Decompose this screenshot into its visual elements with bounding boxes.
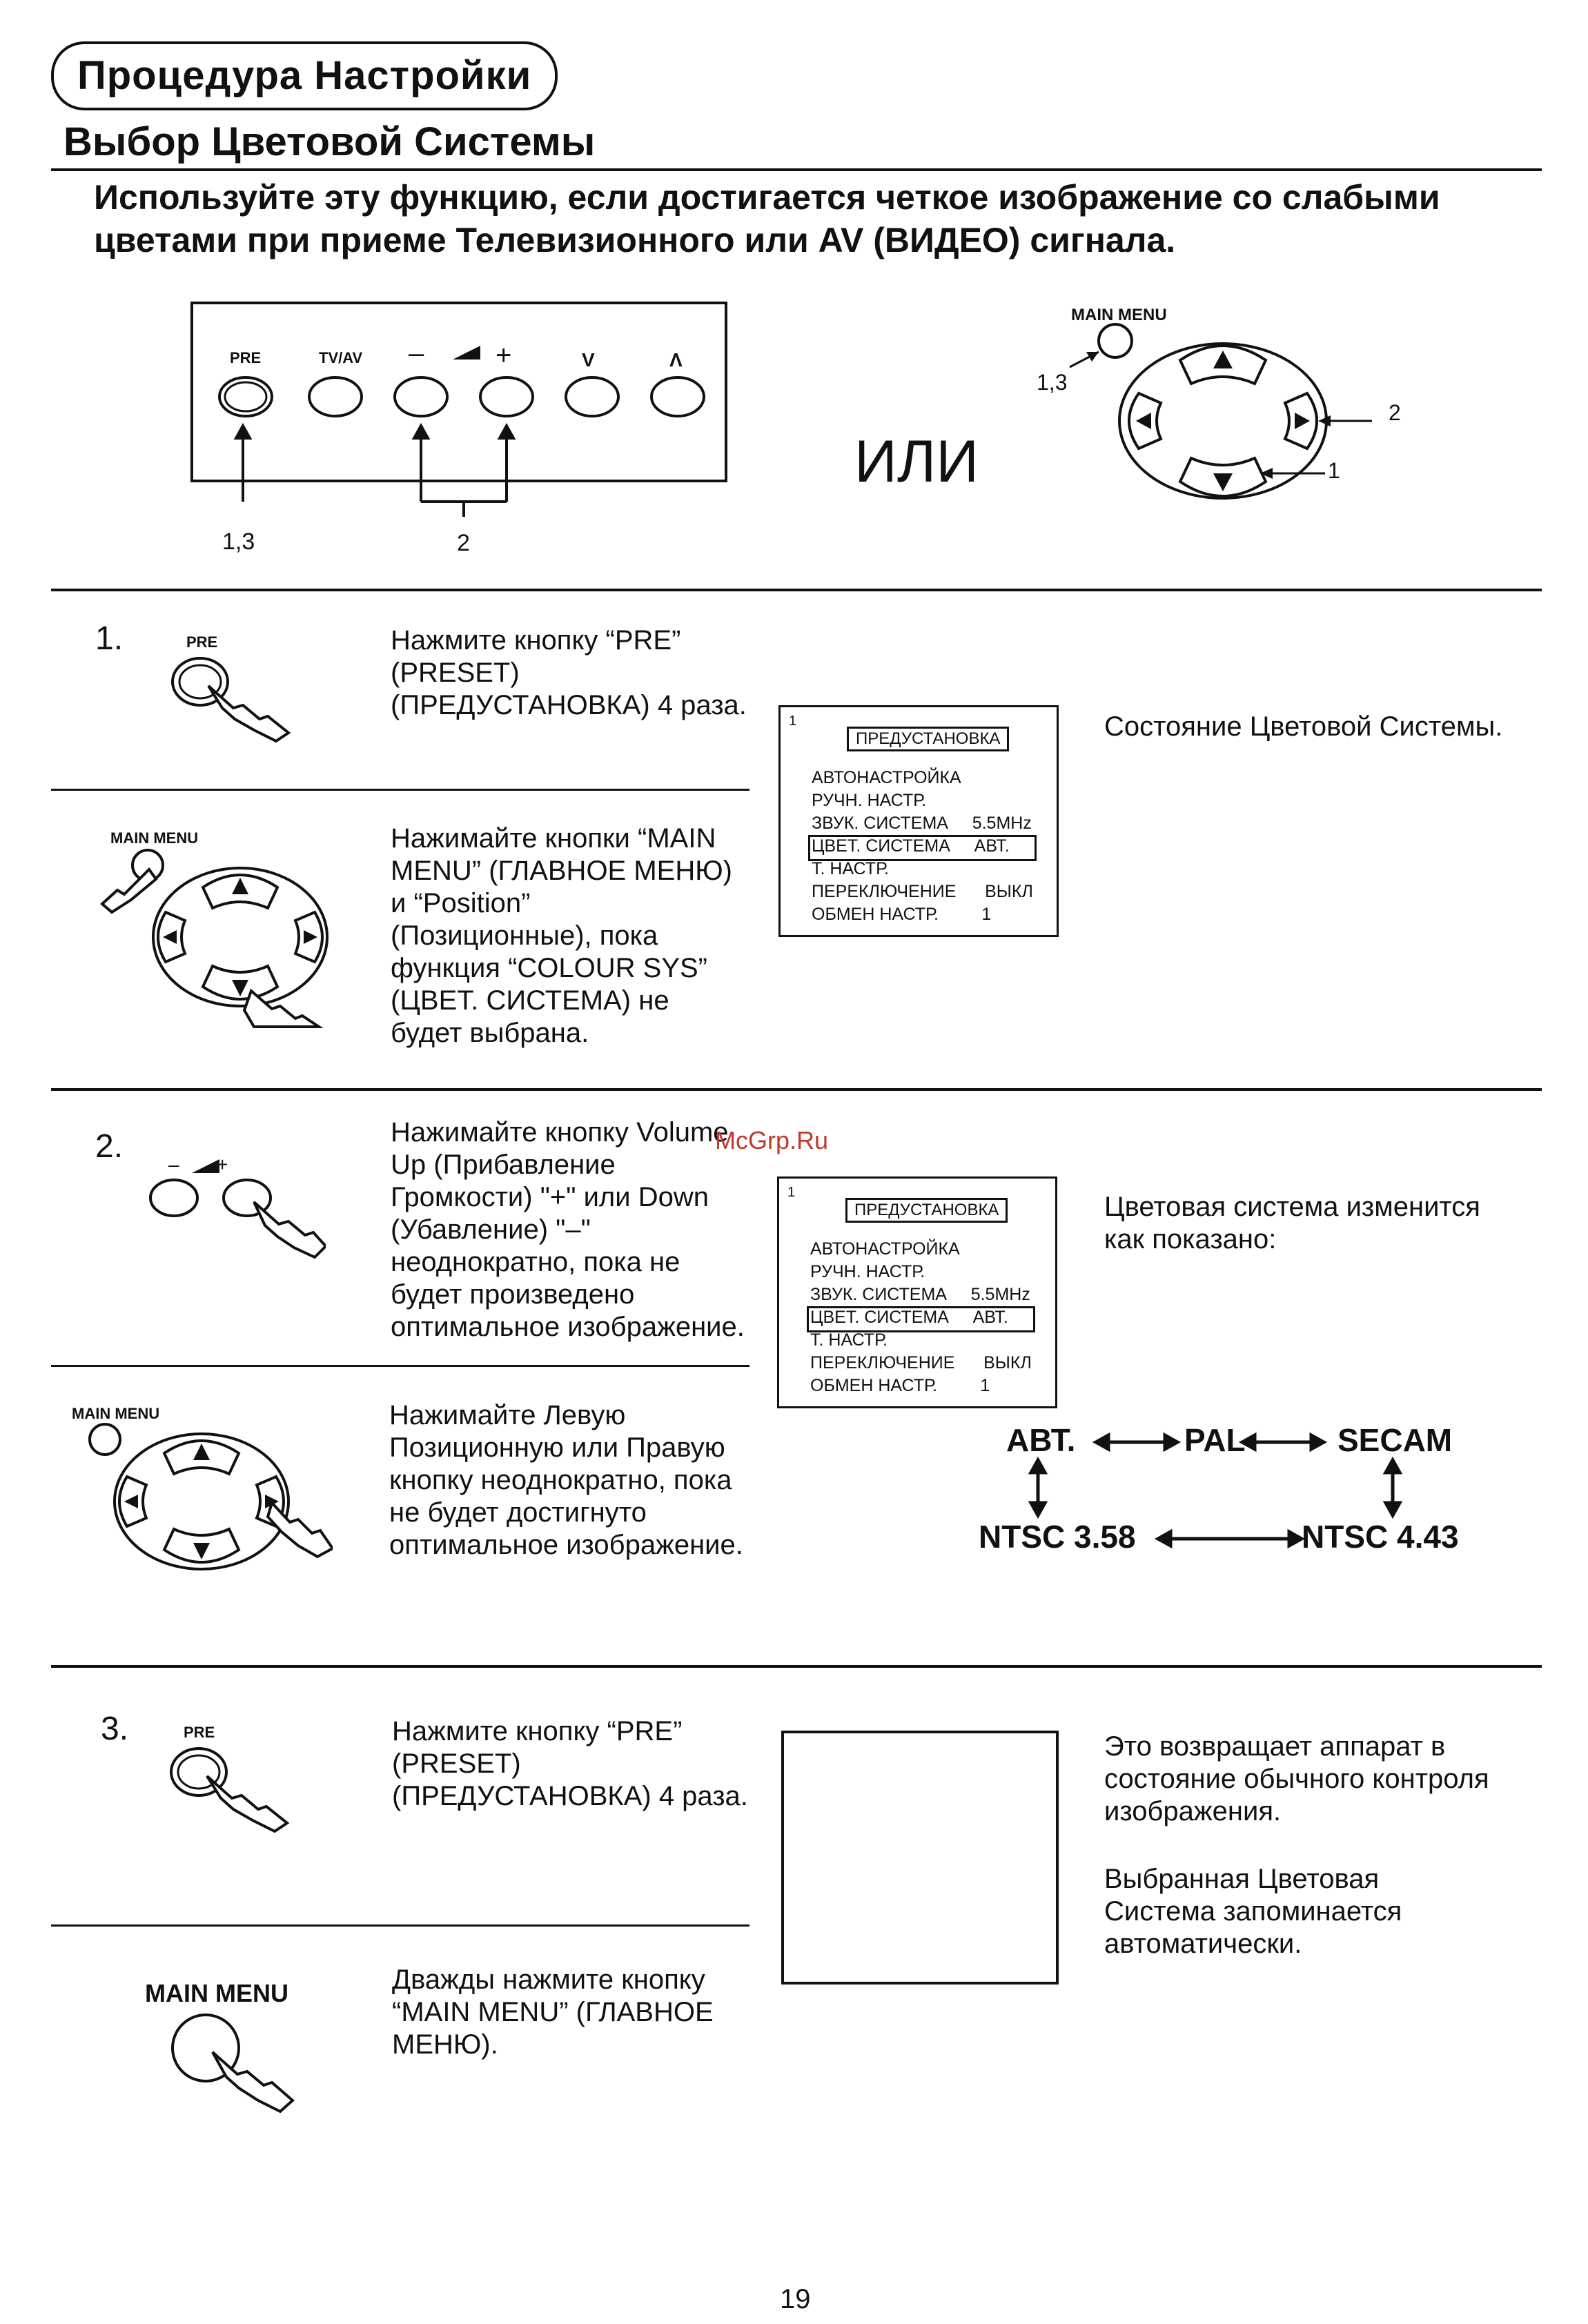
panel-label-tvav: TV/AV [319, 349, 363, 366]
colour-secam: SECAM [1337, 1422, 1453, 1458]
page-title: Процедура Настройки [51, 41, 558, 110]
panel-callout-13: 1,3 [222, 529, 255, 555]
osd-row-selected: ЦВЕТ. СИСТЕМА АВТ. [812, 836, 1010, 856]
remote-pad-drawing [1069, 323, 1372, 500]
ch-down-button-outline [565, 376, 620, 417]
press-main-menu-pad-icon [99, 849, 329, 1028]
remote-callout-13: 1,3 [1037, 370, 1068, 395]
step3a-text: Нажмите кнопку “PRE” (PRESET) (ПРЕДУСТАН… [392, 1716, 748, 1811]
step3-note-1: Это возвращает аппарат в состояние обычн… [1104, 1731, 1489, 1826]
step3b-text: Дважды нажмите кнопку “MAIN MENU” (ГЛАВН… [392, 1964, 714, 2060]
step1-sub-rule [51, 789, 749, 791]
step1-number: 1. [95, 620, 124, 657]
step1-note: Состояние Цветовой Системы. [1104, 711, 1503, 742]
osd-row-selected: ЦВЕТ. СИСТЕМА АВТ. [810, 1308, 1008, 1327]
panel-label-down: V [582, 349, 595, 371]
press-main-menu-hand-icon [171, 2013, 295, 2114]
osd-row: РУЧН. НАСТР. [812, 791, 927, 810]
panel-label-plus: + [496, 340, 512, 371]
step2-rule [51, 1088, 1542, 1091]
step3b-icon-label: MAIN MENU [145, 1979, 288, 2007]
osd-row: ОБМЕН НАСТР. 1 [812, 905, 992, 924]
panel-label-pre: PRE [230, 349, 262, 366]
main-menu-button-outline [1097, 323, 1133, 359]
panel-arrows [233, 422, 516, 517]
press-pre-hand-icon [170, 1747, 290, 1833]
page-number: 19 [780, 2284, 811, 2314]
watermark: McGrp.Ru [715, 1126, 829, 1154]
panel-callout-2: 2 [457, 530, 470, 556]
press-pre-hand-icon [171, 657, 291, 742]
step3-number: 3. [101, 1711, 129, 1747]
osd-row: АВТОНАСТРОЙКА [810, 1239, 960, 1259]
step2-note: Цветовая система изменится как показано: [1104, 1192, 1480, 1254]
step1a-text: Нажмите кнопку “PRE” (PRESET) (ПРЕДУСТАН… [391, 625, 747, 720]
colour-auto: АВТ. [1006, 1422, 1076, 1458]
step3-sub-rule [51, 1924, 749, 1927]
press-right-key-pad-icon [88, 1423, 333, 1570]
osd-selection-box [808, 835, 1037, 861]
osd-page: 1 [787, 1185, 796, 1200]
header-rule [51, 168, 1542, 171]
up-arrow-icon [1213, 351, 1233, 368]
step1a-icon-label: PRE [186, 633, 218, 651]
step3-rule [51, 1665, 1542, 1668]
osd-row: ОБМЕН НАСТР. 1 [810, 1376, 990, 1395]
osd-selection-box [807, 1306, 1035, 1332]
osd-preset-menu-1: 1 ПРЕДУСТАНОВКА АВТОНАСТРОЙКА РУЧН. НАСТ… [778, 705, 1059, 937]
osd-row: Т. НАСТР. [812, 859, 889, 878]
osd-preset-menu-2: 1 ПРЕДУСТАНОВКА АВТОНАСТРОЙКА РУЧН. НАСТ… [777, 1176, 1057, 1408]
intro-text: Используйте эту функцию, если достигаетс… [94, 178, 1440, 259]
step2-sub-rule [51, 1365, 749, 1367]
pre-button-outline [218, 376, 273, 417]
step2b-text: Нажимайте Левую Позиционную или Правую к… [389, 1400, 743, 1560]
osd-row: АВТОНАСТРОЙКА [812, 768, 961, 787]
vol-minus-button-outline [393, 376, 449, 417]
colour-cycle-arrows [1028, 1432, 1403, 1549]
osd-page: 1 [789, 713, 797, 729]
colour-ntsc358: NTSC 3.58 [979, 1519, 1136, 1555]
tvav-button-outline [308, 376, 363, 417]
osd-row: ПЕРЕКЛЮЧЕНИЕ ВЫКЛ [810, 1353, 1032, 1372]
panel-label-minus: – [409, 338, 424, 368]
osd-row: Т. НАСТР. [810, 1330, 888, 1350]
right-arrow-icon [1295, 413, 1310, 429]
step1-rule [51, 589, 1542, 591]
step2b-icon-label: MAIN MENU [72, 1405, 160, 1422]
osd-row: ПЕРЕКЛЮЧЕНИЕ ВЫКЛ [812, 882, 1033, 901]
step1b-text: Нажимайте кнопки “MAIN MENU” (ГЛАВНОЕ МЕ… [391, 823, 732, 1048]
front-panel [190, 302, 727, 482]
front-panel-drawing [218, 346, 705, 517]
osd-row: РУЧН. НАСТР. [810, 1262, 925, 1281]
osd-row: ЗВУК. СИСТЕМА 5.5MHz [812, 814, 1032, 833]
colour-ntsc443: NTSC 4.43 [1302, 1519, 1459, 1555]
remote-callout-2: 2 [1389, 400, 1401, 425]
volume-ramp-icon [453, 346, 480, 360]
down-arrow-icon [1213, 473, 1233, 491]
step2a-icon-label: – + [168, 1154, 228, 1175]
step1b-icon-label: MAIN MENU [110, 829, 199, 847]
left-arrow-icon [1136, 413, 1151, 429]
remote-main-menu-label: MAIN MENU [1071, 306, 1167, 324]
blank-tv-screen [781, 1731, 1059, 1985]
panel-label-up: Λ [669, 349, 683, 371]
step3-note-2: Выбранная Цветовая Система запоминается … [1104, 1864, 1402, 1959]
section-subtitle: Выбор Цветовой Системы [63, 119, 596, 164]
press-volume-hand-icon [149, 1159, 326, 1259]
vol-plus-button-outline [479, 376, 534, 417]
step2-number: 2. [95, 1128, 124, 1165]
osd-header: ПРЕДУСТАНОВКА [845, 1198, 1008, 1223]
colour-pal: PAL [1184, 1422, 1246, 1458]
or-label: ИЛИ [854, 429, 979, 495]
osd-row: ЗВУК. СИСТЕМА 5.5MHz [810, 1285, 1030, 1304]
osd-header: ПРЕДУСТАНОВКА [847, 727, 1010, 751]
ch-up-button-outline [650, 376, 705, 417]
remote-callout-1: 1 [1328, 458, 1340, 483]
step2a-text: Нажимайте кнопку Volume Up (Прибавление … [391, 1117, 745, 1342]
step3a-icon-label: PRE [184, 1724, 215, 1741]
